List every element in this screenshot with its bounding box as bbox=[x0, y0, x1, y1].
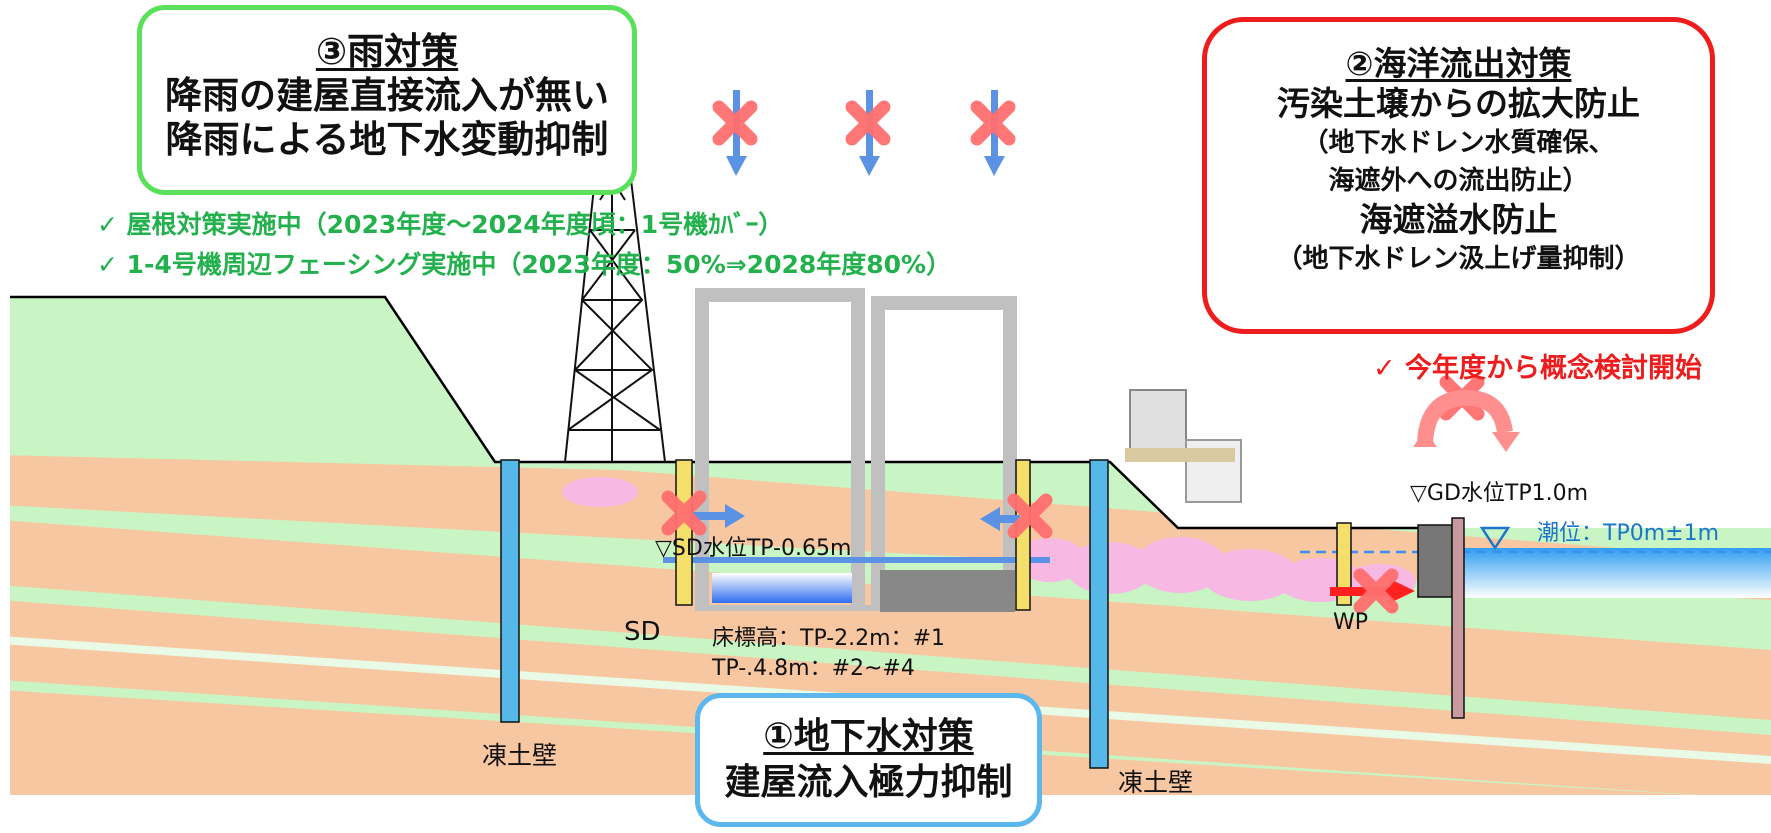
frozen-wall-left bbox=[500, 459, 520, 723]
frozen-wall-left-label: 凍土壁 bbox=[482, 741, 558, 770]
ocean-box-line2: （地下水ドレン水質確保、 bbox=[1302, 128, 1615, 158]
rain-note-facing: ✓ 1-4号機周辺フェーシング実施中（2023年度：50%⇒2028年度80%） bbox=[97, 250, 952, 279]
building-floor bbox=[880, 570, 1015, 612]
groundwater-measures-box: ①地下水対策 建屋流入極力抑制 bbox=[695, 693, 1042, 827]
seaside-facility bbox=[1125, 389, 1242, 503]
rain-box-line1: 降雨の建屋直接流入が無い bbox=[165, 74, 609, 117]
gw-box-line1: 建屋流入極力抑制 bbox=[724, 762, 1013, 803]
rain-box-title: ③雨対策 bbox=[315, 30, 459, 73]
rain-measures-box: ③雨対策 降雨の建屋直接流入が無い 降雨による地下水変動抑制 bbox=[137, 5, 637, 195]
ocean-box-line1: 汚染土壌からの拡大防止 bbox=[1277, 84, 1640, 123]
ocean-box-title: ②海洋流出対策 bbox=[1345, 44, 1572, 83]
sd-pipe-left bbox=[675, 459, 693, 606]
sd-label: SD bbox=[624, 617, 661, 647]
outflow-curve-arrow bbox=[1413, 389, 1520, 452]
gw-box-title: ①地下水対策 bbox=[763, 716, 974, 757]
frozen-wall-right-label: 凍土壁 bbox=[1118, 768, 1194, 797]
sd-level-label: ▽SD水位TP-0.65m bbox=[655, 536, 852, 561]
wp-label: WP bbox=[1333, 610, 1369, 635]
tide-label: 潮位：TP0m±1m bbox=[1537, 521, 1719, 546]
building-stagnant-water bbox=[712, 573, 852, 603]
flow-arrow-right-in bbox=[980, 507, 1020, 531]
sea-water bbox=[1460, 548, 1771, 598]
floor-level-label-2: TP-.4.8m：#2~#4 bbox=[712, 656, 915, 681]
gd-level-label: ▽GD水位TP1.0m bbox=[1410, 481, 1589, 506]
rain-note-roof: ✓ 屋根対策実施中（2023年度～2024年度頃：1号機ｶﾊﾞｰ） bbox=[97, 210, 784, 239]
floor-level-label-1: 床標高：TP-2.2m：#1 bbox=[712, 626, 946, 651]
ocean-box-line5: （地下水ドレン汲上げ量抑制） bbox=[1276, 244, 1641, 274]
wp-pipe bbox=[1336, 522, 1352, 606]
sea-pile bbox=[1451, 517, 1465, 719]
tide-marker-icon bbox=[1479, 526, 1511, 551]
flow-arrow-left-in bbox=[690, 504, 745, 528]
ocean-note: ✓ 今年度から概念検討開始 bbox=[1373, 353, 1703, 384]
ground-surface-line bbox=[10, 295, 1440, 530]
reactor-buildings bbox=[695, 288, 1017, 605]
sea-wall bbox=[1417, 524, 1453, 598]
flow-arrow-sea bbox=[1330, 579, 1415, 603]
ocean-outflow-box: ②海洋流出対策 汚染土壌からの拡大防止 （地下水ドレン水質確保、 海遮外への流出… bbox=[1202, 17, 1715, 334]
frozen-wall-right bbox=[1089, 459, 1109, 769]
rain-box-line2: 降雨による地下水変動抑制 bbox=[165, 118, 609, 161]
blocked-marks bbox=[661, 100, 1485, 614]
ocean-box-line3: 海遮外への流出防止） bbox=[1328, 166, 1589, 196]
ocean-box-line4: 海遮溢水防止 bbox=[1359, 200, 1558, 239]
